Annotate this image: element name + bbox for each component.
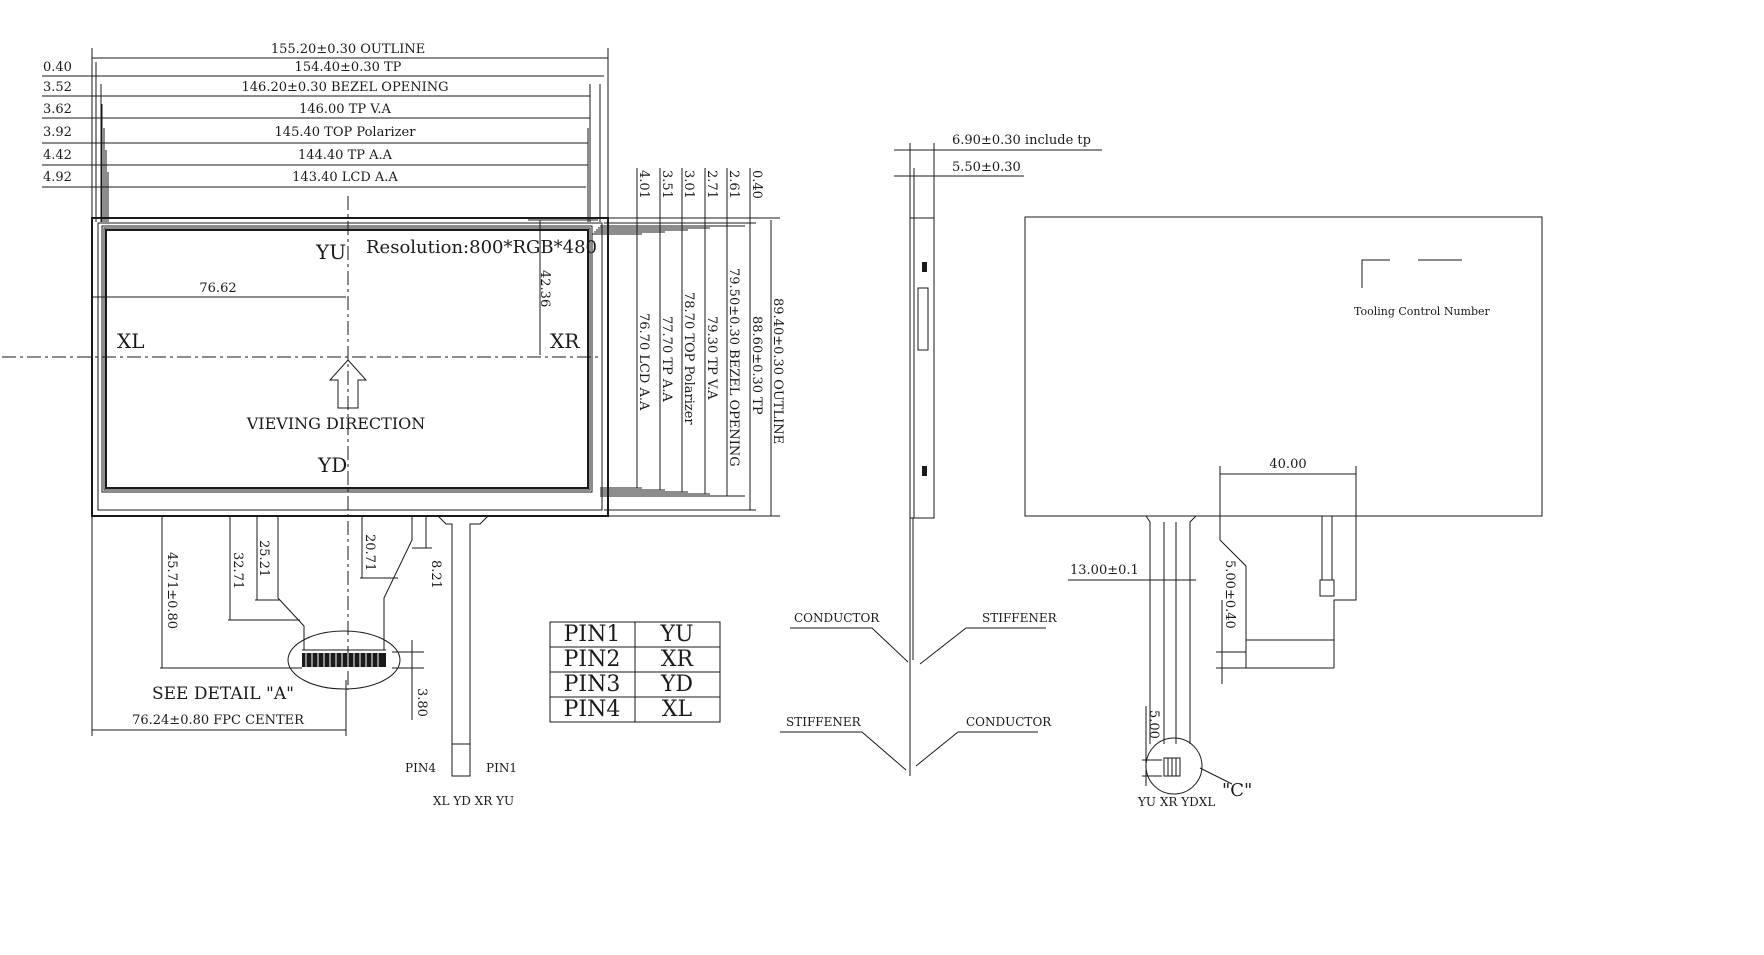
- offset-lcdaa: 4.92: [43, 170, 72, 185]
- dim-v-tpva: 79.30 TP V.A: [704, 316, 719, 400]
- offset-v-tp: 0.40: [749, 170, 764, 199]
- dim-back-13: 13.00±0.1: [1070, 563, 1139, 578]
- offset-tpva: 3.62: [43, 102, 72, 117]
- front-top-dimensions: 155.20±0.30 OUTLINE 154.40±0.30 TP 146.2…: [42, 42, 609, 222]
- dim-fpc-d4: 20.71: [362, 534, 377, 571]
- pin-table: PIN1 YU PIN2 XR PIN3 YD PIN4 XL: [549, 621, 721, 723]
- pin-table-signal: YD: [660, 672, 693, 697]
- resolution-label: Resolution:800*RGB*480: [366, 237, 597, 258]
- detail-c-label: "C": [1222, 780, 1252, 801]
- dim-v-outline: 89.40±0.30 OUTLINE: [770, 298, 785, 444]
- thickness-lcd: 5.50±0.30: [952, 160, 1021, 175]
- front-panel: Resolution:800*RGB*480 YU YD XL XR 76.62…: [2, 196, 609, 690]
- dim-fpc-center: 76.24±0.80 FPC CENTER: [132, 713, 305, 728]
- dim-v-tpaa: 77.70 TP A.A: [659, 316, 674, 402]
- offset-v-toppol: 3.01: [681, 170, 696, 199]
- side-view: 6.90±0.30 include tp 5.50±0.30 CONDUCTOR…: [780, 133, 1102, 776]
- fpc-contacts: [302, 653, 386, 667]
- offset-v-tpva: 2.71: [704, 170, 719, 199]
- axis-label-top: YU: [315, 240, 346, 264]
- dim-bezel-width: 146.20±0.30 BEZEL OPENING: [242, 80, 449, 95]
- offset-bezel: 3.52: [43, 80, 72, 95]
- dim-fpc-d1: 45.71±0.80: [164, 552, 179, 629]
- dim-v-bezel: 79.50±0.30 BEZEL OPENING: [726, 268, 741, 467]
- tail-signals: XL YD XR YU: [433, 794, 514, 808]
- pin-table-signal: XL: [662, 697, 693, 722]
- conductor-label-top: CONDUCTOR: [794, 611, 880, 625]
- dim-fpc-d3: 25.21: [256, 540, 271, 577]
- dim-v-lcdaa: 76.70 LCD A.A: [636, 313, 651, 411]
- dim-back-5-040: 5.00±0.40: [1222, 560, 1237, 629]
- dim-back-5: 5.00: [1146, 710, 1161, 739]
- offset-tp: 0.40: [43, 60, 72, 75]
- tail-pin1: PIN1: [486, 761, 517, 775]
- front-right-dimensions: 4.01 3.51 3.01 2.71 2.61 0.40 76.70 LCD …: [592, 168, 785, 517]
- viewing-direction-label: VIEVING DIRECTION: [246, 414, 426, 433]
- tooling-control-number: Tooling Control Number: [1354, 305, 1491, 318]
- pin-table-pin: PIN2: [564, 647, 621, 672]
- axis-label-right: XR: [550, 329, 580, 353]
- conductor-label-bottom: CONDUCTOR: [966, 715, 1052, 729]
- pin-table-pin: PIN3: [564, 672, 621, 697]
- pin-table-signal: YU: [659, 622, 693, 647]
- tail-pin4: PIN4: [405, 761, 436, 775]
- dim-fpc-d5: 8.21: [428, 560, 443, 589]
- pin-table-pin: PIN4: [564, 697, 621, 722]
- axis-label-bottom: YD: [317, 453, 347, 477]
- stiffener-label-bottom: STIFFENER: [786, 715, 862, 729]
- detail-c-circle: [1145, 737, 1203, 795]
- offset-v-tpaa: 3.51: [659, 170, 674, 199]
- stiffener-label-top: STIFFENER: [982, 611, 1058, 625]
- dim-v-toppol: 78.70 TOP Polarizer: [681, 292, 696, 425]
- dim-lcdaa-width: 143.40 LCD A.A: [292, 170, 398, 185]
- dim-center-y: 42.36: [537, 270, 552, 307]
- dim-fpc-d6: 3.80: [414, 688, 429, 717]
- back-signals: YU XR YDXL: [1137, 795, 1215, 809]
- dim-tpva-width: 146.00 TP V.A: [299, 102, 391, 117]
- offset-tpaa: 4.42: [43, 148, 72, 163]
- offset-v-lcdaa: 4.01: [636, 170, 651, 199]
- dim-v-tp: 88.60±0.30 TP: [749, 316, 764, 415]
- dim-toppol-width: 145.40 TOP Polarizer: [275, 125, 417, 140]
- dim-fpc-d2: 32.71: [230, 552, 245, 589]
- viewing-direction-arrow-icon: [328, 359, 368, 409]
- dim-outline-width: 155.20±0.30 OUTLINE: [271, 42, 425, 57]
- front-fpc: 45.71±0.80 32.71 25.21 20.71 8.21 3.80 S…: [91, 515, 517, 808]
- pin-table-signal: XR: [661, 647, 695, 672]
- offset-toppol: 3.92: [43, 125, 72, 140]
- detail-a-circle: [287, 630, 401, 690]
- dim-tpaa-width: 144.40 TP A.A: [298, 148, 393, 163]
- axis-label-left: XL: [117, 329, 145, 353]
- back-view: Tooling Control Number 40.00 13.00±0.1 5…: [1024, 216, 1543, 809]
- dim-center-x: 76.62: [199, 281, 236, 296]
- thickness-total: 6.90±0.30 include tp: [952, 133, 1091, 148]
- pin-table-pin: PIN1: [564, 622, 621, 647]
- dim-back-40: 40.00: [1269, 457, 1306, 472]
- offset-v-bezel: 2.61: [726, 170, 741, 199]
- dim-tp-width: 154.40±0.30 TP: [295, 60, 402, 75]
- see-detail-a: SEE DETAIL "A": [152, 684, 294, 704]
